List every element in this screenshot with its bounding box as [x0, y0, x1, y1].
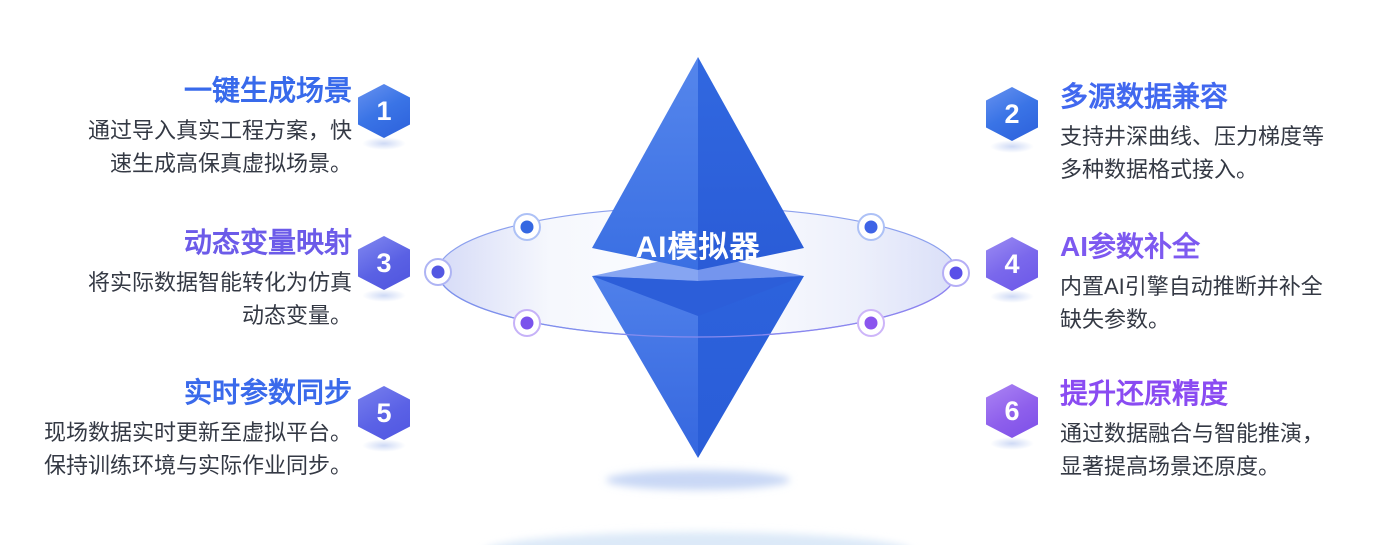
orbit-node-right: [942, 259, 970, 287]
feature-1-title: 一键生成场景: [183, 75, 352, 106]
feature-1-description: 通过导入真实工程方案，快 速生成高保真虚拟场景。: [87, 118, 352, 176]
feature-6-badge: 6: [986, 384, 1038, 450]
feature-2-text: 多源数据兼容 支持井深曲线、压力梯度等 多种数据格式接入。: [1060, 80, 1360, 186]
diamond-upper-pyramid: [592, 57, 804, 270]
feature-item-1: 一键生成场景 通过导入真实工程方案，快 速生成高保真虚拟场景。 1: [30, 74, 410, 180]
hexagon-badge: 3: [358, 236, 410, 290]
feature-5-title: 实时参数同步: [183, 377, 352, 408]
feature-item-5: 实时参数同步 现场数据实时更新至虚拟平台。 保持训练环境与实际作业同步。 5: [30, 376, 410, 482]
hexagon-badge: 1: [358, 84, 410, 138]
feature-6-description: 通过数据融合与智能推演， 显著提高场景还原度。: [1060, 421, 1325, 479]
hexagon-badge: 2: [986, 87, 1038, 141]
feature-4-badge: 4: [986, 237, 1038, 303]
feature-2-badge: 2: [986, 87, 1038, 153]
feature-4-number: 4: [1004, 248, 1020, 279]
feature-1-badge: 1: [358, 84, 410, 150]
feature-1-number: 1: [376, 95, 392, 126]
feature-3-description: 将实际数据智能转化为仿真 动态变量。: [87, 270, 352, 328]
feature-5-number: 5: [376, 397, 392, 428]
feature-4-title: AI参数补全: [1060, 231, 1201, 262]
feature-6-text: 提升还原精度 通过数据融合与智能推演， 显著提高场景还原度。: [1060, 377, 1360, 483]
feature-1-text: 一键生成场景 通过导入真实工程方案，快 速生成高保真虚拟场景。: [30, 74, 352, 180]
feature-3-text: 动态变量映射 将实际数据智能转化为仿真 动态变量。: [30, 226, 352, 332]
orbit-front-arc: [437, 271, 957, 338]
feature-item-4: 4 AI参数补全 内置AI引擎自动推断并补全 缺失参数。: [986, 230, 1360, 336]
feature-item-6: 6 提升还原精度 通过数据融合与智能推演， 显著提高场景还原度。: [986, 377, 1360, 483]
hexagon-badge: 6: [986, 384, 1038, 438]
feature-3-title: 动态变量映射: [183, 227, 352, 258]
feature-6-title: 提升还原精度: [1060, 378, 1229, 409]
feature-2-number: 2: [1004, 98, 1020, 129]
orbit-node-bottom-left: [513, 309, 541, 337]
feature-2-description: 支持井深曲线、压力梯度等 多种数据格式接入。: [1060, 124, 1325, 182]
feature-5-text: 实时参数同步 现场数据实时更新至虚拟平台。 保持训练环境与实际作业同步。: [30, 376, 352, 482]
bottom-glow: [496, 532, 900, 545]
orbit-node-top-right: [857, 213, 885, 241]
orbit-node-bottom-right: [857, 309, 885, 337]
hexagon-badge: 4: [986, 237, 1038, 291]
orbit-node-left: [424, 258, 452, 286]
feature-5-badge: 5: [358, 386, 410, 452]
diamond-ground-shadow: [606, 470, 790, 490]
feature-4-text: AI参数补全 内置AI引擎自动推断并补全 缺失参数。: [1060, 230, 1360, 336]
feature-3-badge: 3: [358, 236, 410, 302]
feature-5-description: 现场数据实时更新至虚拟平台。 保持训练环境与实际作业同步。: [43, 420, 352, 478]
feature-2-title: 多源数据兼容: [1060, 81, 1229, 112]
feature-item-2: 2 多源数据兼容 支持井深曲线、压力梯度等 多种数据格式接入。: [986, 80, 1360, 186]
diamond-lower-pyramid: [592, 253, 804, 458]
feature-6-number: 6: [1004, 395, 1020, 426]
feature-3-number: 3: [376, 247, 392, 278]
feature-item-3: 动态变量映射 将实际数据智能转化为仿真 动态变量。 3: [30, 226, 410, 332]
orbit-node-top-left: [513, 213, 541, 241]
feature-4-description: 内置AI引擎自动推断并补全 缺失参数。: [1060, 274, 1323, 332]
center-diamond-label: AI模拟器: [635, 231, 761, 264]
hexagon-badge: 5: [358, 386, 410, 440]
